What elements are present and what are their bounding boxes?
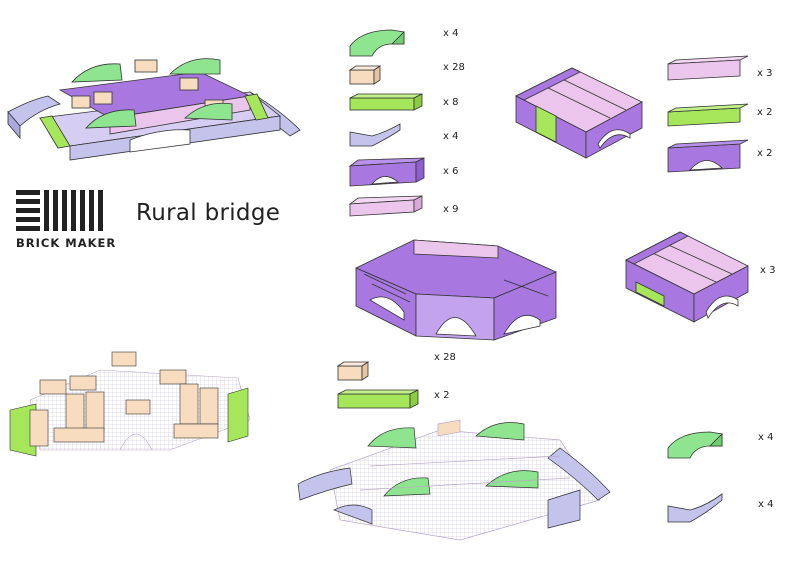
module-part-long-bar [667, 103, 749, 127]
stage2-part-small-cube [336, 361, 370, 381]
qty-small-cube: x 28 [443, 62, 465, 73]
qty-stage2-long-bar: x 2 [434, 390, 450, 401]
qty-module-plank: x 3 [757, 68, 773, 79]
module-part-plank [667, 55, 749, 81]
qty-arch-quarter: x 4 [443, 28, 459, 39]
qty-stage3-arch-quarter: x 4 [758, 432, 774, 443]
qty-curved-ramp: x 4 [443, 131, 459, 142]
part-arch-quarter [349, 29, 405, 57]
finished-bridge-illustration [7, 58, 301, 161]
qty-module-long-bar: x 2 [757, 107, 773, 118]
stage2-part-long-bar [337, 389, 419, 409]
module-part-arch-block [667, 139, 749, 173]
assembly-stage-wireframe [9, 351, 251, 457]
qty-side-module: x 3 [760, 265, 776, 276]
part-arch-block [348, 157, 425, 187]
bridge-middle-section [355, 239, 558, 341]
page-title: Rural bridge [136, 200, 281, 226]
bridge-side-module [625, 231, 749, 323]
qty-stage3-curved-ramp: x 4 [758, 499, 774, 510]
qty-module-arch-block: x 2 [757, 148, 773, 159]
qty-arch-block: x 6 [443, 166, 459, 177]
qty-plank: x 9 [443, 204, 459, 215]
brick-maker-logo [16, 190, 103, 231]
bridge-module-small [515, 67, 643, 159]
qty-stage2-small-cube: x 28 [434, 352, 456, 363]
part-plank [348, 195, 423, 217]
part-curved-ramp [349, 123, 401, 147]
assembly-stage-final [297, 419, 611, 541]
part-long-bar [349, 93, 423, 111]
stage3-part-curved-ramp [667, 493, 723, 523]
part-small-cube [348, 65, 382, 85]
qty-long-bar: x 8 [443, 97, 459, 108]
brand-name: BRICK MAKER [16, 236, 117, 250]
stage3-part-arch-quarter [667, 431, 723, 459]
